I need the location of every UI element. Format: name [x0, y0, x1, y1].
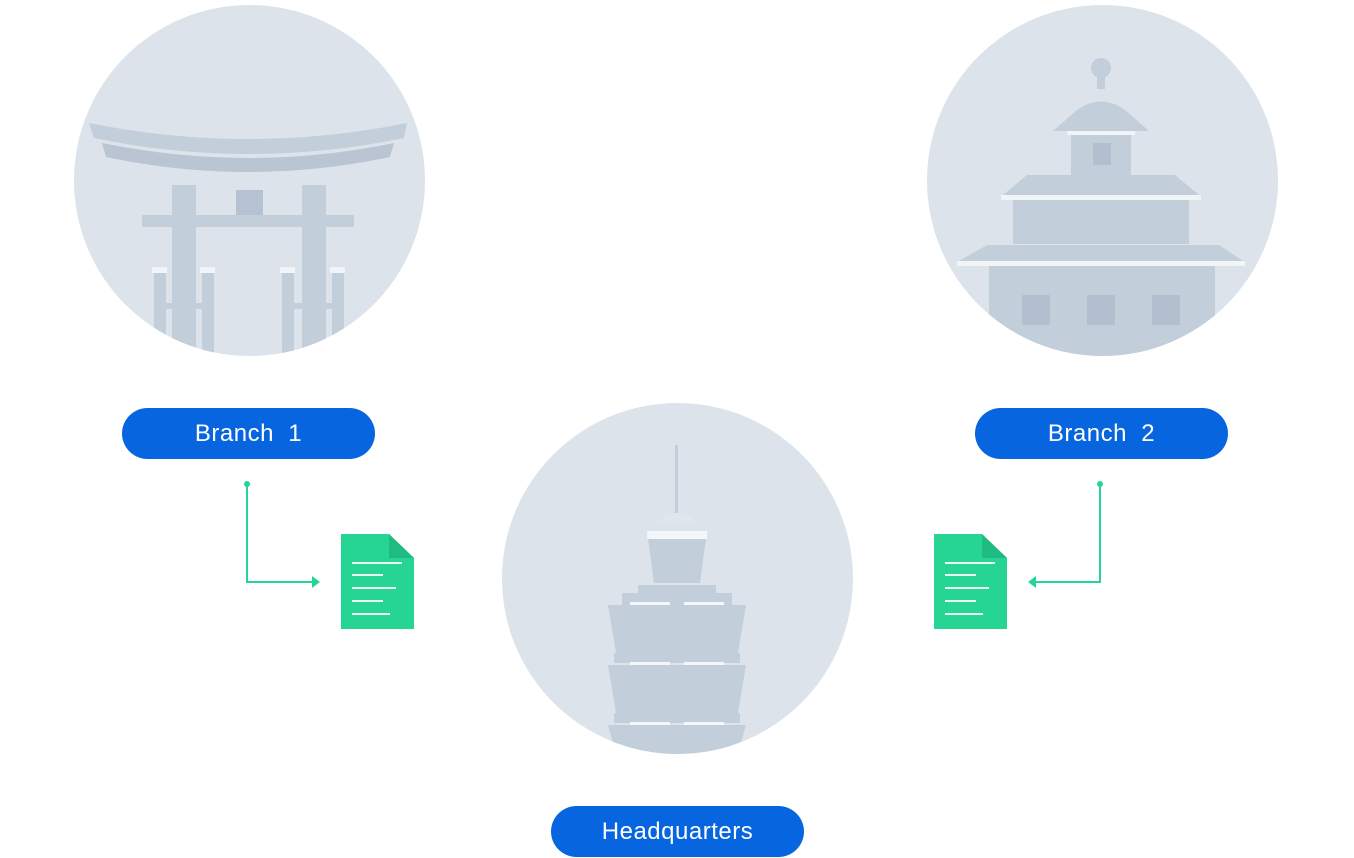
document-icon-1: [341, 534, 414, 629]
arrow-left-icon: [1028, 576, 1036, 588]
branch2-circle: [927, 5, 1278, 356]
torii-gate-icon: [89, 123, 407, 356]
tower-icon: [608, 445, 746, 754]
branch1-circle: [74, 5, 425, 356]
headquarters-circle: [502, 403, 853, 754]
document-icon-2: [934, 534, 1007, 629]
arrow-right-icon: [312, 576, 320, 588]
connector-branch1: [244, 481, 320, 588]
connector-branch2: [1028, 481, 1103, 588]
